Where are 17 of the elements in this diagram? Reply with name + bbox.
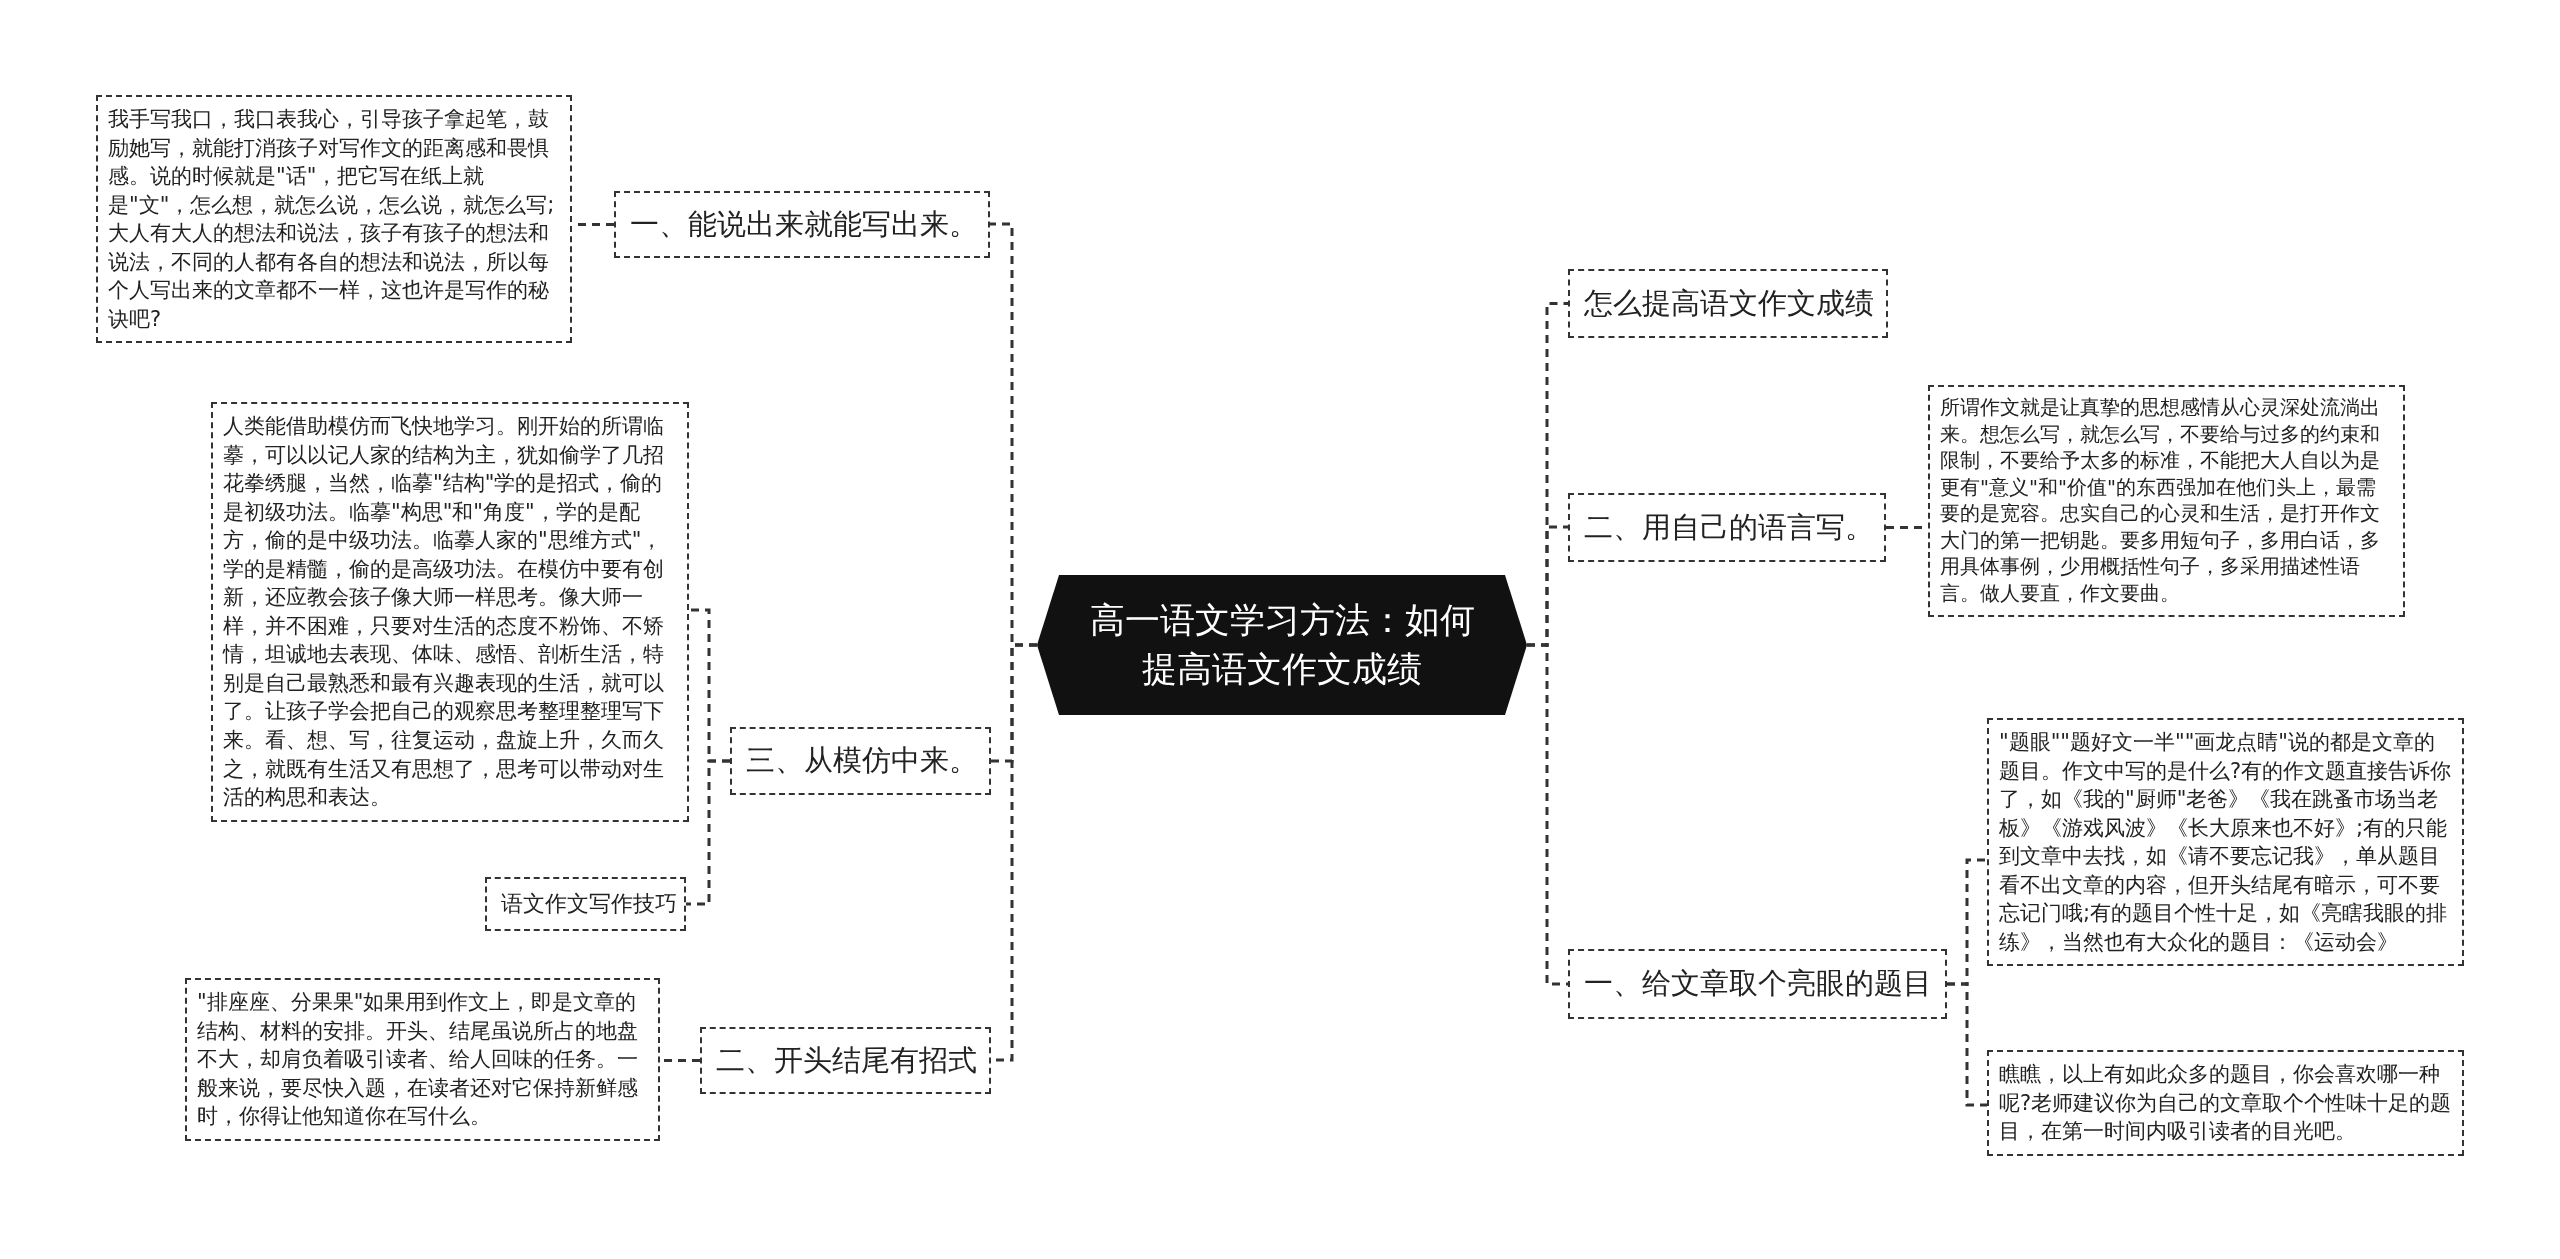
connector-line (686, 759, 730, 906)
note-box: 人类能借助模仿而飞快地学习。刚开始的所谓临摹，可以以记人家的结构为主，犹如偷学了几招花拳绣腿，当然，临摹"结构"学的是招式，偷的是初级功法。临摹"构思"和"角度"，学的是配方，偷的是中级功法。临摹人家的"思维方式"，学的是精髓，偷的是高级功法。在模仿中要有创新，还应教会孩子像大师一样思考。像大师一样，并不困难，只要对生活的态度不粉饰、不矫情，坦诚地去表现、体味、感悟、剖析生活，特别是自己最熟悉和最有兴趣表现的生活，就可以了。让孩子学会把自己的观察思考整理整理写下来。看、想、写，往复运动，盘旋上升，久而久之，就既有生活又有思想了，思考可以带动对生活的构思和表达。 (211, 402, 689, 822)
topic-box: 怎么提高语文作文成绩 (1568, 269, 1888, 338)
note-box: "题眼""题好文一半""画龙点睛"说的都是文章的题目。作文中写的是什么?有的作文题直接告诉你了，如《我的"厨师"老爸》《我在跳蚤市场当老板》《游戏风波》《长大原来也不好》;有的只能到文章中去找，如《请不要忘记我》，单从题目看不出文章的内容，但开头结尾有暗示，可不要忘记门哦;有的题目个性十足，如《亮瞎我眼的排练》，当然也有大众化的题目：《运动会》 (1987, 718, 2464, 967)
topic-box: 二、开头结尾有招式 (700, 1027, 991, 1094)
topic-box: 语文作文写作技巧 (485, 877, 686, 931)
note-box: 我手写我口，我口表我心，引导孩子拿起笔，鼓励她写，就能打消孩子对写作文的距离感和畏惧感。说的时候就是"话"，把它写在纸上就是"文"，怎么想，就怎么说，怎么说，就怎么写;大人有大人的想法和说法，孩子有孩子的想法和说法，不同的人都有各自的想法和说法，所以每个人写出来的文章都不一样，这也许是写作的秘诀吧? (96, 95, 572, 344)
connector-line (1947, 982, 1987, 1107)
central-topic: 高一语文学习方法：如何提高语文作文成绩 (1037, 575, 1527, 715)
topic-box: 一、能说出来就能写出来。 (614, 191, 990, 258)
note-box: 所谓作文就是让真挚的思想感情从心灵深处流淌出来。想怎么写，就怎么写，不要给与过多的约束和限制，不要给予太多的标准，不能把大人自以为是更有"意义"和"价值"的东西强加在他们头上，最需要的是宽容。忠实自己的心灵和生活，是打开作文大门的第一把钥匙。要多用短句子，多用白话，多用具体事例，少用概括性句子，多采用描述性语言。做人要直，作文要曲。 (1928, 385, 2405, 618)
note-box: 瞧瞧，以上有如此众多的题目，你会喜欢哪一种呢?老师建议你为自己的文章取个个性味十足的题目，在第一时间内吸引读者的目光吧。 (1987, 1050, 2464, 1156)
topic-box: 一、给文章取个亮眼的题目 (1568, 949, 1947, 1019)
topic-box: 三、从模仿中来。 (730, 727, 991, 795)
topic-box: 二、用自己的语言写。 (1568, 493, 1886, 562)
note-box: "排座座、分果果"如果用到作文上，即是文章的结构、材料的安排。开头、结尾虽说所占的地盘不大，却肩负着吸引读者、给人回味的任务。一般来说，要尽快入题，在读者还对它保持新鲜感时，你得让他知道你在写什么。 (185, 978, 660, 1141)
connector-line (1527, 643, 1568, 986)
